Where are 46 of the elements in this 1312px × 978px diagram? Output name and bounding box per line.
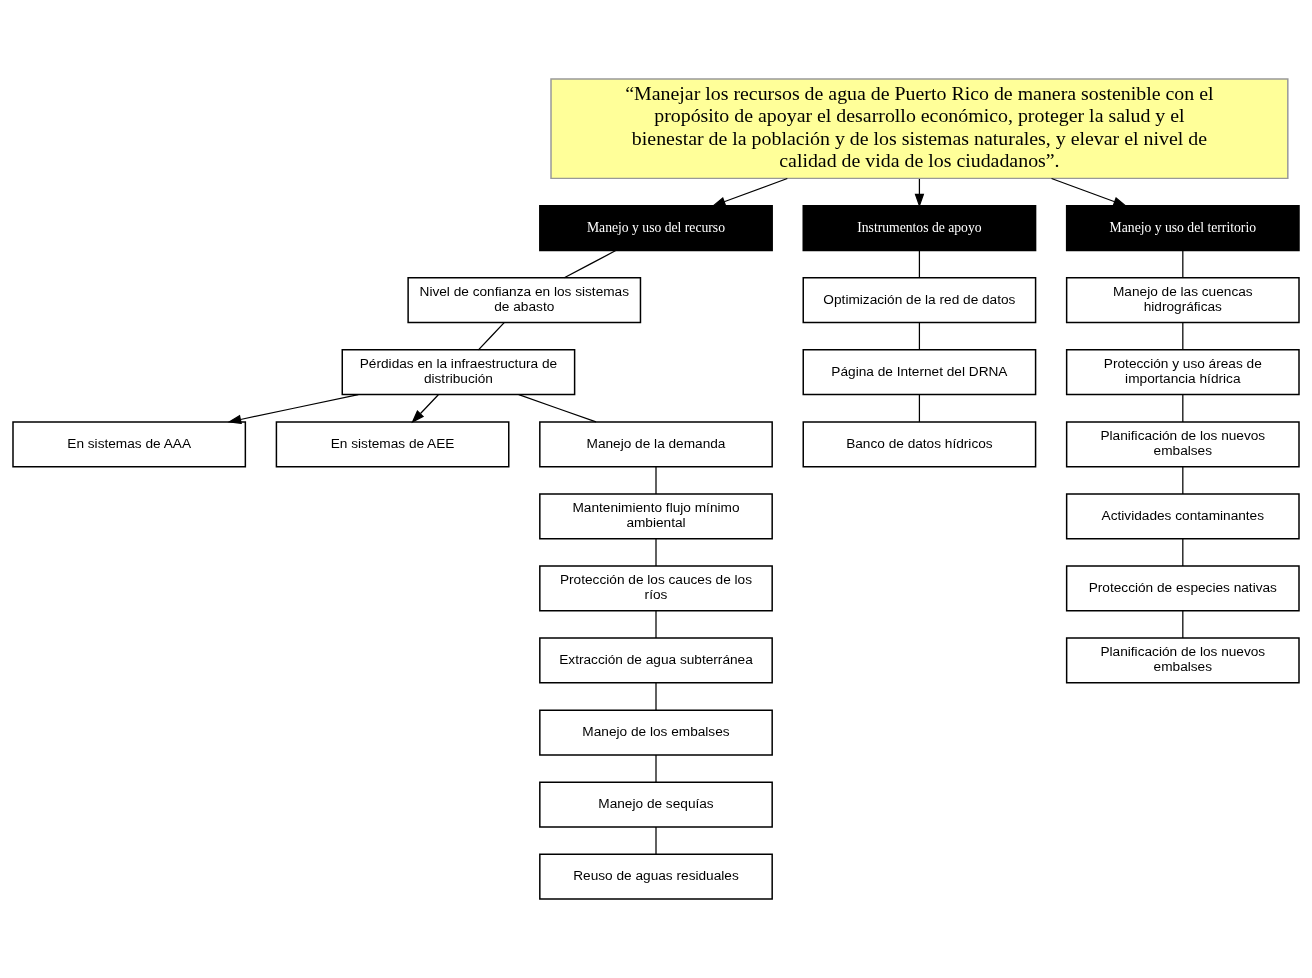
node-box: Banco de datos hídricos — [802, 421, 1037, 468]
node-box: Optimización de la red de datos — [802, 277, 1037, 324]
connector — [1182, 249, 1184, 279]
node-box: Reuso de aguas residuales — [539, 853, 773, 900]
node-box: Manejo de los embalses — [539, 709, 773, 756]
node-box: “Manejar los recursos de agua de Puerto Rico de manera sostenible con el propósito de apoyar el desarrollo económico, proteger la salud y el bienestar de la población y de los sistemas naturales, y elevar el nivel de calidad de vida de los ciudadanos”. — [550, 78, 1289, 180]
node-box: Protección de especies nativas — [1065, 565, 1300, 612]
connector — [1182, 538, 1184, 567]
node-box: Protección y uso áreas de importancia hídrica — [1065, 349, 1300, 396]
connector — [655, 826, 657, 855]
connector — [518, 394, 597, 423]
connector — [1182, 466, 1184, 495]
node-box: Protección de los cauces de los ríos — [539, 565, 773, 612]
node-box: Mantenimiento flujo mínimo ambiental — [539, 493, 773, 540]
node-box: En sistemas de AEE — [275, 421, 510, 468]
node-box: Manejo de la demanda — [539, 421, 773, 468]
node-box: En sistemas de AAA — [12, 421, 247, 468]
node-box: Nivel de confianza en los sistemas de abasto — [407, 277, 642, 324]
arrow — [411, 394, 439, 424]
connector — [918, 249, 921, 279]
node-box: Planificación de los nuevos embalses — [1065, 637, 1300, 684]
connector — [918, 394, 921, 423]
node-box: Manejo de las cuencas hidrográficas — [1065, 277, 1300, 324]
arrow — [711, 177, 788, 207]
connector — [655, 466, 657, 495]
connector — [1182, 610, 1184, 639]
node-box: Actividades contaminantes — [1065, 493, 1300, 540]
connector — [563, 249, 617, 279]
node-box: Manejo y uso del territorio — [1065, 204, 1300, 252]
connector — [477, 322, 505, 351]
arrow — [227, 394, 359, 425]
connector — [655, 538, 657, 567]
node-box: Pérdidas en la infraestructura de distribución — [341, 349, 576, 396]
connector — [655, 754, 657, 783]
connector — [1182, 322, 1184, 351]
connector — [655, 610, 657, 639]
connector — [1182, 394, 1184, 423]
node-box: Manejo y uso del recurso — [539, 204, 773, 252]
connector — [655, 682, 657, 711]
node-box: Extracción de agua subterránea — [539, 637, 773, 684]
node-box: Instrumentos de apoyo — [802, 204, 1037, 252]
connector — [918, 322, 921, 351]
node-box: Manejo de sequías — [539, 781, 773, 828]
node-box: Planificación de los nuevos embalses — [1065, 421, 1300, 468]
node-box: Página de Internet del DRNA — [802, 349, 1037, 396]
arrow — [1050, 177, 1127, 207]
